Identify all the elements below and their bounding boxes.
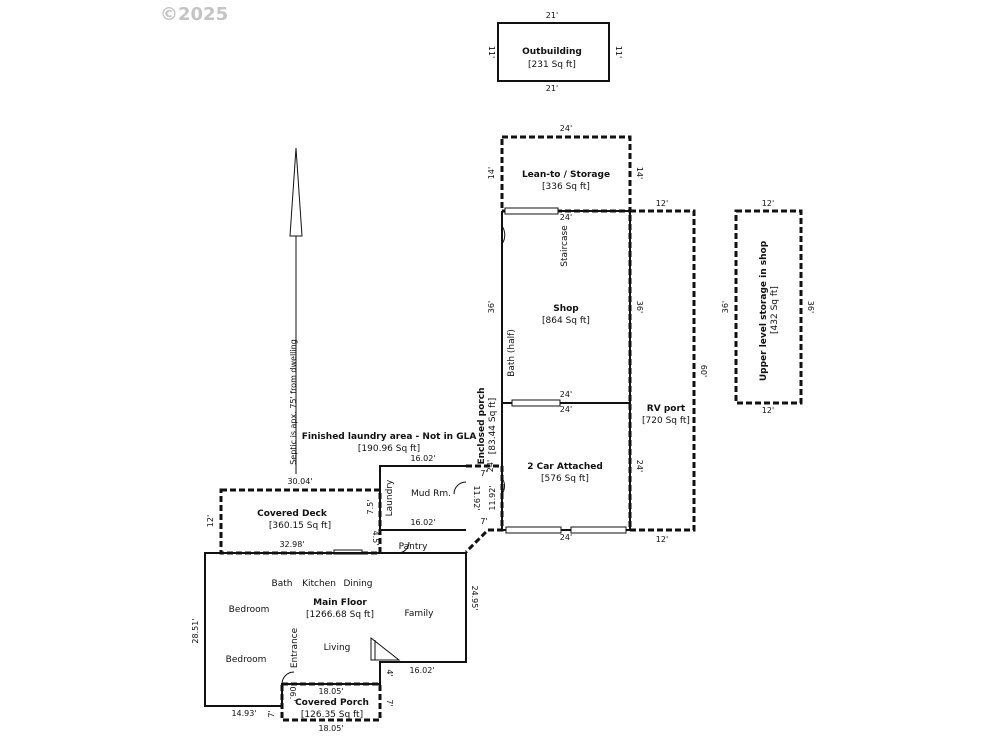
covered-porch-area: [126.35 Sq ft] — [301, 710, 363, 720]
upper-storage-name: Upper level storage in shop — [759, 240, 769, 381]
upper-storage-area: [432 Sq ft] — [770, 286, 780, 334]
room-bath-half: Bath (half) — [507, 329, 517, 377]
dim-cp-right: 7' — [385, 699, 394, 706]
dim-ob-right: 11' — [614, 46, 623, 58]
dim-la-bottom: 16.02' — [410, 518, 435, 527]
dim-up-top: 12' — [762, 199, 774, 208]
dim-mf-bottom: 16.02' — [409, 666, 434, 675]
garage-area: [576 Sq ft] — [541, 474, 589, 484]
room-laundry: Laundry — [385, 479, 395, 516]
room-bedroom-2: Bedroom — [226, 655, 267, 665]
dim-shop-right: 36' — [635, 301, 644, 313]
north-arrow-head — [289, 147, 303, 237]
enclosed-porch-outline — [464, 464, 504, 554]
lean-to-area: [336 Sq ft] — [542, 182, 590, 192]
dim-mf-4: 4' — [385, 669, 394, 676]
shop-area: [864 Sq ft] — [542, 316, 590, 326]
main-floor-outline — [204, 552, 467, 707]
dim-lt-top: 24' — [560, 124, 572, 133]
garage-name: 2 Car Attached — [527, 462, 603, 472]
main-floor-name: Main Floor — [313, 598, 367, 608]
room-bedroom-1: Bedroom — [229, 605, 270, 615]
room-entrance: Entrance — [290, 627, 300, 668]
upper-storage-outline — [734, 209, 803, 405]
dim-la-top: 16.02' — [410, 454, 435, 463]
room-pantry: Pantry — [399, 542, 428, 552]
garage-window-2 — [570, 526, 627, 534]
lean-to-name: Lean-to / Storage — [522, 170, 610, 180]
dim-rv-right: 60' — [699, 365, 708, 377]
dim-lt-right: 14' — [635, 167, 644, 179]
dim-cd-top: 30.04' — [287, 477, 312, 486]
dim-cp-bottom: 18.05' — [318, 724, 343, 733]
dim-mf-left: 28.51' — [191, 618, 200, 643]
enclosed-porch-name: Enclosed porch — [477, 387, 487, 464]
entrance-door-swing — [281, 671, 295, 685]
dim-la-45: 4.5' — [371, 531, 380, 546]
pantry-door-swing — [397, 541, 410, 554]
shop-name: Shop — [553, 304, 579, 314]
dim-ob-top: 21' — [546, 11, 558, 20]
dim-lt-bottom: 24' — [560, 213, 572, 222]
room-mudroom: Mud Rm. — [411, 489, 451, 499]
mudroom-door-swing — [453, 481, 467, 495]
dim-gar-right: 24' — [635, 460, 644, 472]
outbuilding-outline — [497, 22, 610, 82]
room-family: Family — [405, 609, 435, 619]
dim-shop-bottom: 24' — [560, 390, 572, 399]
room-dining: Dining — [343, 579, 372, 589]
dim-ob-bottom: 21' — [546, 84, 558, 93]
dim-ep-7-top: 7' — [480, 469, 487, 478]
dim-rv-bottom: 12' — [656, 535, 668, 544]
septic-note: Septic is apx. 75' from dwelling — [289, 339, 298, 465]
copyright-text: ©2025 — [160, 4, 228, 25]
dim-gar-bottom: 24' — [560, 533, 572, 542]
garage-window-1 — [505, 526, 562, 534]
dim-shop-left: 36' — [487, 301, 496, 313]
dim-rv-top: 12' — [656, 199, 668, 208]
dim-ep-1192: 11.92' — [472, 485, 481, 510]
shop-top-window — [504, 207, 559, 215]
dim-cd-left: 12' — [206, 515, 215, 527]
rv-port-area: [720 Sq ft] — [642, 416, 690, 426]
laundry-area-name: Finished laundry area - Not in GLA — [302, 432, 477, 442]
covered-porch-name: Covered Porch — [295, 698, 369, 708]
shop-bottom-window — [511, 399, 561, 407]
dim-ep-24: 24' — [486, 460, 495, 472]
dim-mf-right: 24.95' — [470, 585, 479, 610]
dim-mf-7: 7' — [267, 710, 276, 717]
dim-ep-1192b: 11.92' — [488, 485, 497, 510]
dim-up-left: 36' — [721, 301, 730, 313]
dim-ob-left: 11' — [487, 46, 496, 58]
room-staircase: Staircase — [560, 225, 570, 267]
dim-up-bottom: 12' — [762, 406, 774, 415]
covered-deck-area: [360.15 Sq ft] — [269, 521, 331, 531]
dim-gar-top: 24' — [560, 405, 572, 414]
dim-la-75: 7.5' — [366, 500, 375, 515]
outbuilding-name: Outbuilding — [522, 47, 582, 57]
dim-cd-bottom: 32.98' — [279, 540, 304, 549]
dim-ep-7-bottom: 7' — [480, 517, 487, 526]
room-kitchen: Kitchen — [302, 579, 336, 589]
dim-mf-1493: 14.93' — [231, 709, 256, 718]
dim-lt-left: 14' — [487, 167, 496, 179]
rv-port-outline — [628, 209, 696, 532]
main-floor-area: [1266.68 Sq ft] — [306, 610, 374, 620]
dim-cp-left: 06.' — [288, 687, 297, 702]
room-bath: Bath — [272, 579, 293, 589]
dim-cp-top: 18.05' — [318, 687, 343, 696]
rv-port-name: RV port — [647, 404, 686, 414]
room-living: Living — [324, 643, 351, 653]
dim-up-right: 36' — [806, 301, 815, 313]
laundry-area-area: [190.96 Sq ft] — [358, 444, 420, 454]
outbuilding-area: [231 Sq ft] — [528, 60, 576, 70]
fireplace-symbol — [370, 636, 401, 661]
shop-door-swing — [501, 225, 506, 245]
covered-porch-outline — [280, 682, 382, 722]
enclosed-porch-area: [83.44 Sq ft] — [488, 398, 498, 454]
covered-deck-name: Covered Deck — [257, 509, 328, 519]
